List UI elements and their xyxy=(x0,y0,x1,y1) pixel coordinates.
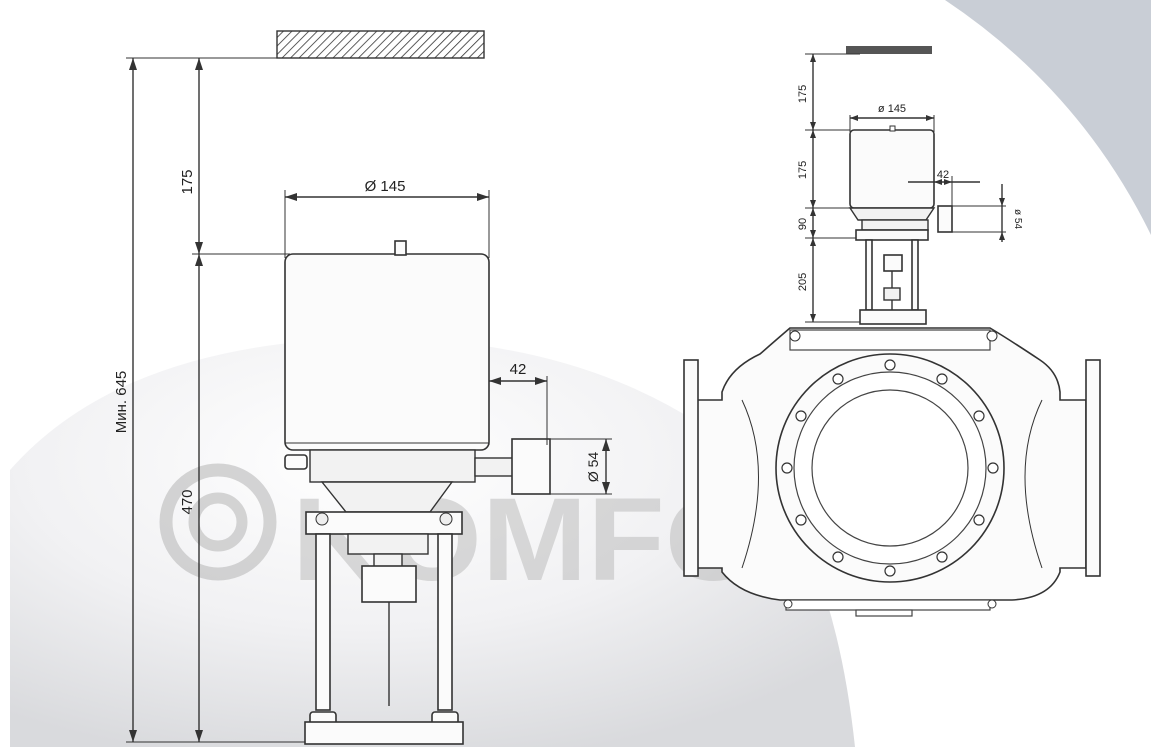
bolt-holes xyxy=(781,359,999,577)
rv-dim-offset-label: 42 xyxy=(937,169,949,181)
dim-total-label: Мин. 645 xyxy=(113,371,130,434)
rv-dim-actuator-label: 175 xyxy=(797,161,809,179)
dim-diameter-label: Ø 145 xyxy=(365,178,406,195)
dim-top-label: 175 xyxy=(179,169,196,194)
background-dome xyxy=(10,337,855,747)
ceiling-bar xyxy=(846,46,932,54)
dim-connector-label: Ø 54 xyxy=(585,452,601,483)
rv-dim-diameter-label: ø 145 xyxy=(878,103,906,115)
actuator-cap xyxy=(394,240,407,256)
yoke-pillar-right xyxy=(437,533,453,711)
rv-dim-stem-label: 205 xyxy=(797,273,809,291)
yoke-plate xyxy=(305,511,463,535)
background-arc xyxy=(945,0,1151,235)
ceiling-hatch xyxy=(276,30,485,59)
right-view: 175 175 90 205 ø 145 42 ø 54 xyxy=(683,46,1101,617)
stem-coupling xyxy=(361,565,417,603)
dim-body-label: 470 xyxy=(179,489,196,514)
actuator-adapter xyxy=(309,449,476,483)
flange-left xyxy=(683,359,699,577)
left-view: Мин. 645 175 470 Ø 145 42 xyxy=(113,30,612,745)
actuator-housing xyxy=(284,253,490,451)
rv-dim-bracket-label: 90 xyxy=(797,218,809,230)
cable-connector xyxy=(511,438,551,495)
circle-logo-icon xyxy=(159,463,277,581)
valve-port xyxy=(811,389,969,547)
rv-dim-top-label: 175 xyxy=(797,85,809,103)
valve-base xyxy=(304,721,464,745)
dim-offset-label: 42 xyxy=(510,361,527,378)
flange-right xyxy=(1085,359,1101,577)
yoke-pillar-left xyxy=(315,533,331,711)
rv-dim-connector-label: ø 54 xyxy=(1012,209,1023,229)
rv-actuator-housing xyxy=(849,129,935,209)
